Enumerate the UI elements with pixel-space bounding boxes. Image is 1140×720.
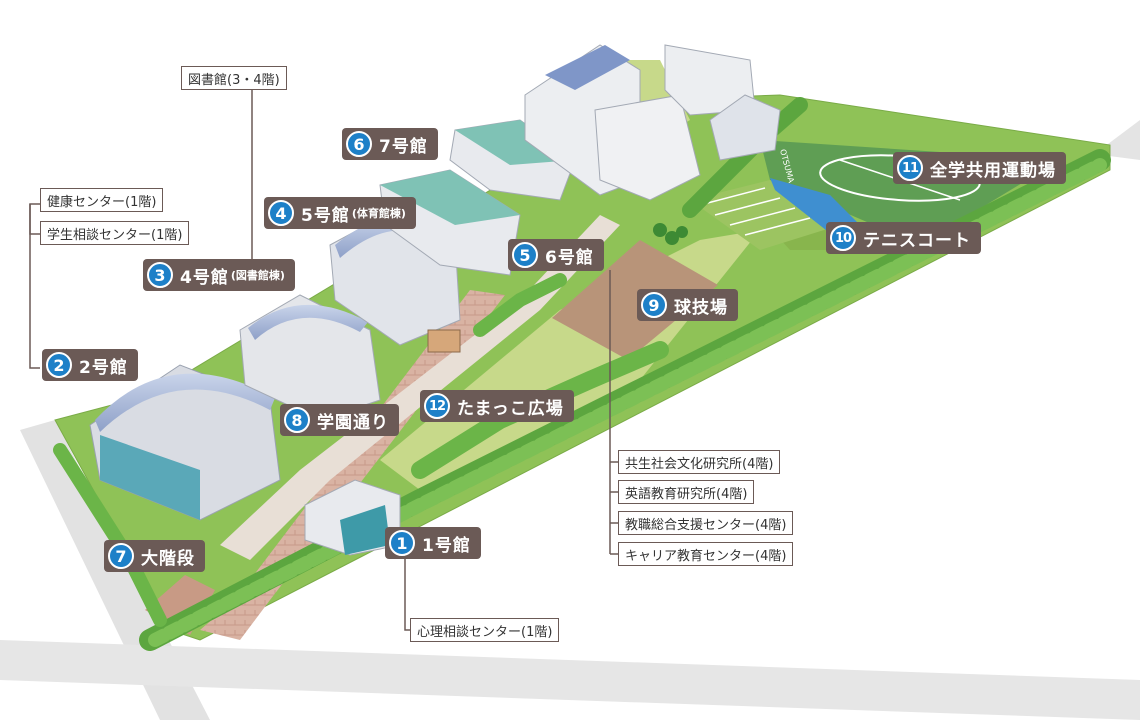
- facility-library[interactable]: 図書館(3・4階): [181, 66, 287, 90]
- bldg-name: 5号館: [301, 205, 350, 226]
- label-bldg-2[interactable]: 2 2号館: [42, 349, 138, 381]
- badge-1: 1: [389, 530, 415, 556]
- badge-11: 11: [897, 155, 923, 181]
- ball-field: [552, 240, 718, 360]
- facility-student-counseling[interactable]: 学生相談センター(1階): [40, 221, 190, 245]
- bldg-sub: (体育館棟): [351, 207, 406, 220]
- bldg-name: 1号館: [422, 535, 471, 556]
- label-grand-stairs[interactable]: 7 大階段: [104, 540, 205, 572]
- bldg-name: 7号館: [379, 136, 428, 157]
- label-tennis-court[interactable]: 10 テニスコート: [826, 222, 981, 254]
- bldg-name: 4号館: [180, 267, 229, 288]
- label-bldg-7[interactable]: 6 7号館: [342, 128, 438, 160]
- bldg-name: 球技場: [674, 297, 728, 318]
- label-bldg-6[interactable]: 5 6号館: [508, 239, 604, 271]
- facility-english-institute[interactable]: 英語教育研究所(4階): [618, 480, 755, 504]
- bldg-name: 全学共用運動場: [930, 160, 1056, 181]
- badge-4: 4: [268, 200, 294, 226]
- badge-3: 3: [147, 262, 173, 288]
- bldg-name: たまっこ広場: [457, 398, 564, 419]
- bldg-name: 2号館: [79, 357, 128, 378]
- badge-5: 5: [512, 242, 538, 268]
- bldg-name: テニスコート: [863, 230, 971, 251]
- bldg-sub: (図書館棟): [230, 269, 285, 282]
- bldg-name: 大階段: [141, 548, 195, 569]
- badge-7: 7: [108, 543, 134, 569]
- building-shapes: [89, 44, 781, 556]
- label-bldg-4[interactable]: 3 4号館 (図書館棟): [143, 259, 295, 291]
- facility-health-center[interactable]: 健康センター(1階): [40, 188, 164, 212]
- badge-8: 8: [284, 407, 310, 433]
- label-bldg-5[interactable]: 4 5号館 (体育館棟): [264, 197, 416, 229]
- facility-teacher-support[interactable]: 教職総合支援センター(4階): [618, 511, 794, 535]
- label-tamakko-plaza[interactable]: 12 たまっこ広場: [420, 390, 574, 422]
- bldg-name: 学園通り: [317, 412, 389, 433]
- facility-career-center[interactable]: キャリア教育センター(4階): [618, 542, 794, 566]
- facility-coexistence-institute[interactable]: 共生社会文化研究所(4階): [618, 450, 781, 474]
- badge-9: 9: [641, 292, 667, 318]
- badge-12: 12: [424, 393, 450, 419]
- label-bldg-1[interactable]: 1 1号館: [385, 527, 481, 559]
- facility-psych-counseling[interactable]: 心理相談センター(1階): [410, 618, 560, 642]
- badge-10: 10: [830, 225, 856, 251]
- leader-lines: [29, 90, 618, 631]
- badge-6: 6: [346, 131, 372, 157]
- bldg-name: 6号館: [545, 247, 594, 268]
- label-gakuen-street[interactable]: 8 学園通り: [280, 404, 399, 436]
- label-sports-ground[interactable]: 11 全学共用運動場: [893, 152, 1066, 184]
- label-ball-field[interactable]: 9 球技場: [637, 289, 738, 321]
- badge-2: 2: [46, 352, 72, 378]
